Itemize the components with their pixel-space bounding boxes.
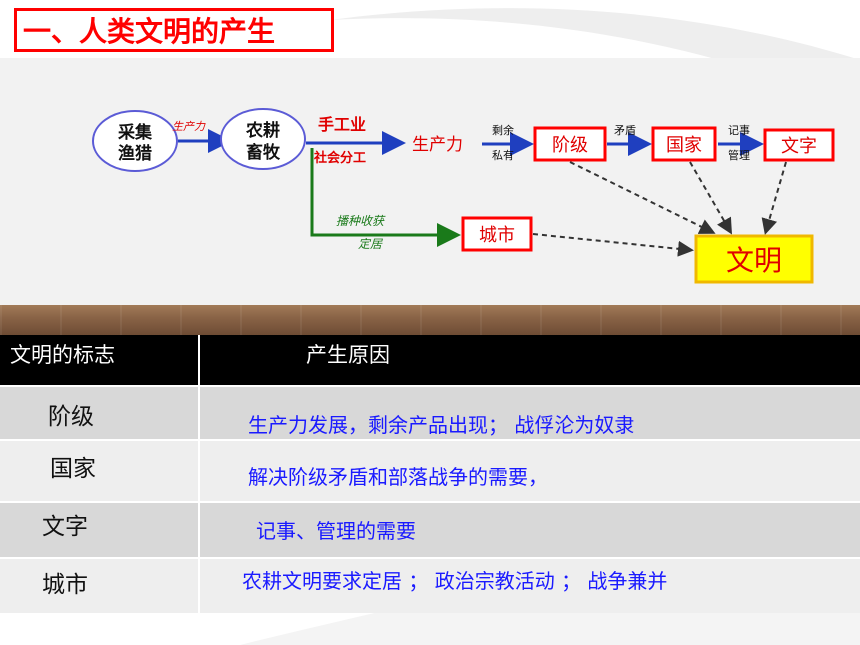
row-reason: 生产力发展，剩余产品出现； 战俘沦为奴隶 — [248, 413, 635, 437]
node-class — [533, 126, 607, 162]
label-manage: 管理 — [728, 148, 750, 162]
node-civilization — [694, 234, 814, 284]
label-productivity-small: 生产力 — [172, 120, 206, 133]
dashed-arrow-city-to-civ — [532, 233, 694, 257]
row-sign: 国家 — [50, 456, 96, 482]
node-farming-herding — [220, 108, 306, 170]
node-writing-label: 文字 — [781, 136, 817, 157]
wood-divider — [0, 305, 860, 335]
row-sign: 阶级 — [48, 404, 94, 430]
section-title: 一、人类文明的产生 — [23, 15, 276, 48]
label-private: 私有 — [492, 148, 514, 162]
node-gather-label-1: 采集 — [117, 122, 153, 143]
label-social-division: 社会分工 — [313, 150, 366, 166]
node-farm-label-2: 畜牧 — [246, 142, 281, 163]
node-writing — [763, 128, 835, 162]
arrow-farm-to-city — [310, 148, 461, 247]
dashed-arrow-writing-to-civ — [761, 161, 787, 235]
label-handicraft: 手工业 — [318, 115, 366, 134]
header-reason: 产生原因 — [306, 343, 390, 367]
row-reason: 记事、管理的需要 — [256, 519, 416, 543]
civilization-diagram: 采集 渔猎 生产力 农耕 畜牧 手工业 社会分工 生产力 剩余 私有 阶级 矛盾… — [0, 58, 860, 308]
table-row: 阶级 生产力发展，剩余产品出现； 战俘沦为奴隶 — [0, 387, 860, 439]
node-farm-label-1: 农耕 — [245, 120, 280, 141]
node-state-label: 国家 — [666, 135, 702, 156]
node-city-label: 城市 — [479, 225, 515, 246]
label-productivity: 生产力 — [412, 135, 463, 155]
row-sign: 城市 — [42, 572, 88, 598]
civilization-table: 文明的标志 产生原因 阶级 生产力发展，剩余产品出现； 战俘沦为奴隶 国家 解决… — [0, 335, 860, 613]
node-city — [461, 216, 533, 252]
node-gather-label-2: 渔猎 — [118, 143, 152, 164]
label-sow-harvest: 播种收获 — [336, 214, 386, 228]
dashed-arrow-class-to-civ — [569, 161, 716, 234]
node-state — [651, 126, 717, 162]
row-sign: 文字 — [42, 514, 88, 540]
table-header: 文明的标志 产生原因 — [0, 335, 860, 385]
table-row: 城市 农耕文明要求定居 ； 政治宗教活动 ； 战争兼并 — [0, 559, 860, 613]
label-surplus: 剩余 — [492, 123, 514, 137]
label-settle: 定居 — [358, 237, 383, 251]
diagram-svg: 采集 渔猎 生产力 农耕 畜牧 手工业 社会分工 生产力 剩余 私有 阶级 矛盾… — [92, 108, 835, 284]
label-contradiction: 矛盾 — [614, 124, 636, 137]
row-reason: 农耕文明要求定居 ； 政治宗教活动 ； 战争兼并 — [242, 569, 668, 593]
node-gather-fishing — [92, 110, 178, 172]
label-record: 记事 — [728, 124, 750, 137]
table-row: 国家 解决阶级矛盾和部落战争的需要， — [0, 441, 860, 501]
node-class-label: 阶级 — [552, 135, 588, 156]
dashed-arrow-state-to-civ — [689, 161, 733, 235]
header-sign: 文明的标志 — [10, 343, 115, 367]
row-reason: 解决阶级矛盾和部落战争的需要， — [248, 465, 548, 489]
section-title-box: 一、人类文明的产生 — [14, 8, 334, 52]
table-row: 文字 记事、管理的需要 — [0, 503, 860, 557]
node-civilization-label: 文明 — [726, 244, 782, 277]
